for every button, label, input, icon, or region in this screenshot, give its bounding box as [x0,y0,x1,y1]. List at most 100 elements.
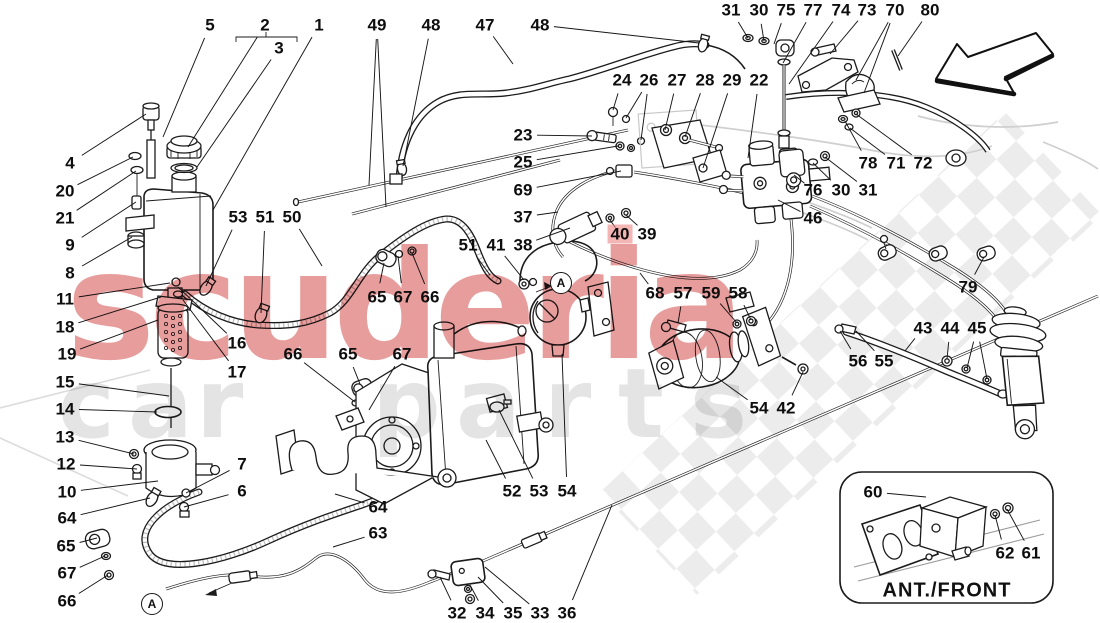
front-direction-arrow-icon [934,32,1055,97]
part-label-26: 26 [639,70,659,90]
part-label-18: 18 [55,317,75,337]
label-group-bracket [235,32,298,42]
part-label-38: 38 [513,235,533,255]
part-label-41: 41 [486,235,506,255]
part-label-12: 12 [56,454,76,474]
part-label-11: 11 [56,289,74,309]
part-label-20: 20 [55,181,75,201]
part-label-35: 35 [503,603,523,623]
detail-marker-A: A [141,593,163,615]
part-label-67: 67 [392,344,412,364]
part-label-65: 65 [338,344,358,364]
accumulator-sphere-2 [648,291,809,390]
part-label-28: 28 [695,70,715,90]
part-label-65: 65 [367,287,387,307]
part-label-62: 62 [995,543,1015,563]
part-label-54: 54 [557,481,577,501]
part-label-27: 27 [667,70,687,90]
part-label-61: 61 [1021,543,1041,563]
part-label-17: 17 [227,362,247,382]
part-label-33: 33 [530,603,550,623]
part-label-24: 24 [612,70,632,90]
part-label-72: 72 [913,153,933,173]
part-label-9: 9 [65,235,75,255]
part-label-60: 60 [863,482,883,502]
part-label-23: 23 [513,125,533,145]
part-label-45: 45 [967,318,987,338]
part-label-66: 66 [57,591,77,611]
part-label-68: 68 [645,283,665,303]
part-label-39: 39 [637,224,657,244]
part-label-70: 70 [885,0,905,20]
part-label-49: 49 [367,15,387,35]
part-label-58: 58 [728,283,748,303]
part-label-57: 57 [673,283,693,303]
part-label-36: 36 [557,603,577,623]
accumulator-sphere-1 [518,240,615,357]
part-label-46: 46 [803,208,823,228]
part-label-54: 54 [749,398,769,418]
part-label-65: 65 [56,536,76,556]
part-label-71: 71 [886,153,906,173]
part-label-3: 3 [274,38,284,58]
inset-box [839,471,1054,604]
part-label-44: 44 [940,318,960,338]
part-label-48: 48 [530,15,550,35]
part-label-30: 30 [749,0,769,20]
part-label-10: 10 [57,482,77,502]
part-label-51: 51 [255,207,275,227]
part-label-31: 31 [721,0,741,20]
part-label-53: 53 [529,481,549,501]
part-label-69: 69 [513,180,533,200]
part-label-5: 5 [205,15,215,35]
part-label-50: 50 [282,207,302,227]
part-label-64: 64 [368,497,388,517]
part-label-52: 52 [502,481,522,501]
part-label-75: 75 [776,0,796,20]
leader-lines [76,20,1025,605]
part-label-76: 76 [803,180,823,200]
part-label-7: 7 [237,454,247,474]
part-label-80: 80 [920,0,940,20]
stabilizer-bar-assembly [742,33,991,167]
bottom-line-parts [205,282,552,605]
part-label-53: 53 [228,207,248,227]
part-label-31: 31 [858,180,878,200]
part-label-51: 51 [458,235,478,255]
part-label-78: 78 [858,153,878,173]
part-label-47: 47 [475,15,495,35]
part-label-25: 25 [513,152,533,172]
part-label-74: 74 [831,0,851,20]
part-label-77: 77 [803,0,823,20]
part-label-21: 21 [55,208,75,228]
part-label-6: 6 [237,481,247,501]
part-label-29: 29 [722,70,742,90]
part-label-32: 32 [447,603,467,623]
right-side-parts [834,234,1047,440]
part-label-22: 22 [749,70,769,90]
part-label-48: 48 [421,15,441,35]
part-label-19: 19 [57,344,77,364]
inset-caption: ANT./FRONT [882,579,1012,602]
part-label-73: 73 [857,0,877,20]
part-label-1: 1 [314,15,324,35]
checker-watermark-band [600,112,1100,595]
part-label-40: 40 [607,224,633,244]
part-label-55: 55 [874,351,894,371]
part-label-66: 66 [420,287,440,307]
part-label-64: 64 [57,508,77,528]
part-label-30: 30 [831,180,851,200]
part-label-37: 37 [513,207,533,227]
filter-and-pump [128,277,221,518]
part-label-14: 14 [55,399,75,419]
part-label-42: 42 [776,398,796,418]
part-label-2: 2 [260,15,270,35]
part-label-13: 13 [55,427,75,447]
part-label-4: 4 [65,153,75,173]
solenoid-and-fittings [549,106,646,246]
part-label-63: 63 [368,523,388,543]
part-label-34: 34 [475,603,495,623]
